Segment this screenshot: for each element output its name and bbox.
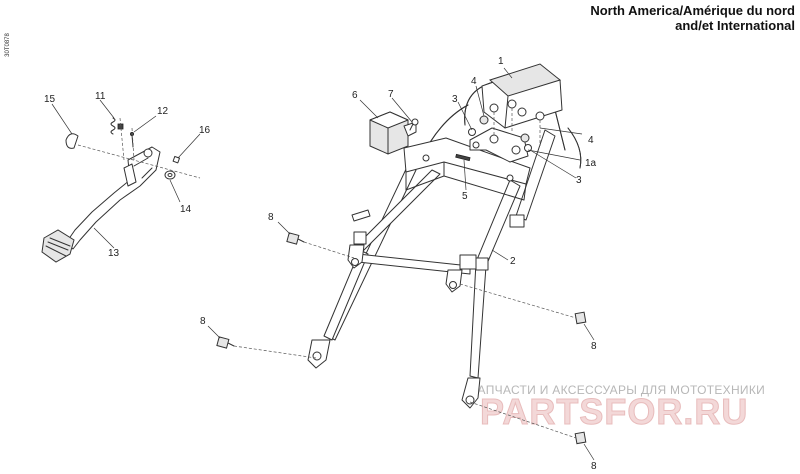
small-nut: [172, 155, 181, 164]
tail-light: [481, 63, 563, 146]
callout-11: 11: [95, 91, 106, 102]
leader-lines: [51, 67, 595, 461]
rear-subframe: [307, 79, 582, 409]
watermark-brand: PARTSFOR.RU: [480, 391, 748, 432]
callout-14: 14: [180, 204, 192, 215]
relay-module: [369, 111, 417, 155]
callout-15: 15: [44, 94, 56, 105]
pivot-washer: [164, 170, 176, 180]
callout-labels: 1 1a 2 3 3 4 4 5 6 7 8 8 8 8 11 12 13 14…: [44, 56, 597, 472]
watermark-caption: ЗАПЧАСТИ И АКСЕССУАРЫ ДЛЯ МОТОТЕХНИКИ: [470, 383, 765, 397]
callout-3-lower: 3: [576, 175, 582, 186]
callout-3-upper: 3: [452, 94, 458, 105]
frame-clamp: [459, 254, 477, 270]
callout-6: 6: [352, 90, 358, 101]
drawing-code: 30T0878: [5, 32, 11, 56]
mounting-plate: [403, 127, 531, 201]
callout-8-left-upper: 8: [268, 212, 274, 223]
callout-13: 13: [108, 248, 120, 259]
retaining-clip: [65, 133, 79, 149]
callout-8-right-lower: 8: [591, 461, 597, 472]
callout-8-left-lower: 8: [200, 316, 206, 327]
frame-clamp: [353, 231, 367, 245]
frame-clamp: [475, 257, 489, 271]
callout-4-lower: 4: [588, 135, 594, 146]
brake-pedal-assembly: [41, 117, 201, 263]
header-title-line2: and/et International: [675, 18, 795, 33]
callout-4-upper: 4: [471, 76, 477, 87]
callout-1: 1: [498, 56, 504, 67]
header-title-line1: North America/Amérique du nord: [590, 3, 795, 18]
brake-pedal-arm: [65, 146, 161, 250]
callout-16: 16: [199, 125, 211, 136]
callout-7: 7: [388, 89, 394, 100]
frame-clamp: [509, 214, 525, 228]
light-fasteners: [468, 115, 532, 152]
callout-1a: 1a: [585, 158, 597, 169]
callout-8-right-upper: 8: [591, 341, 597, 352]
callout-5: 5: [462, 191, 468, 202]
frame-bolts: [216, 232, 587, 445]
callout-12: 12: [157, 106, 169, 117]
callout-2: 2: [510, 256, 516, 267]
return-spring: [110, 117, 116, 135]
